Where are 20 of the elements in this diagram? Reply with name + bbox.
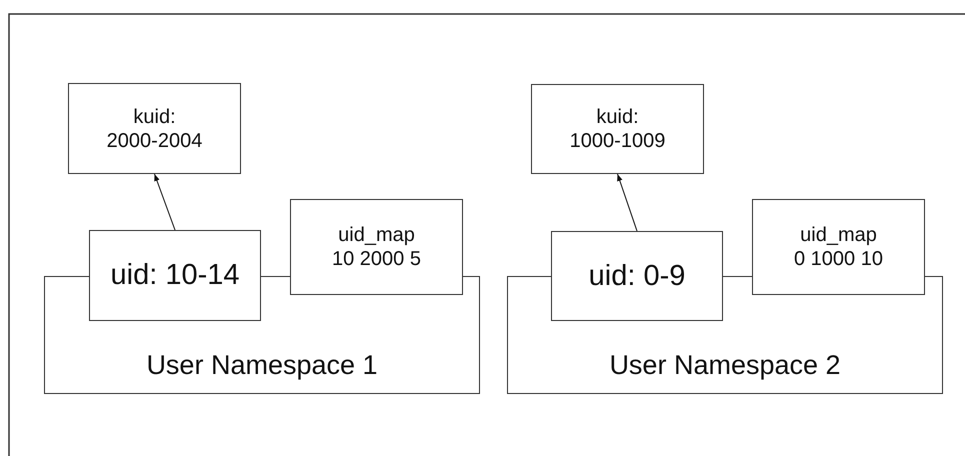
box-label: 0 1000 10	[794, 247, 883, 271]
uid-box	[551, 231, 723, 321]
kuid-box	[531, 84, 704, 174]
box-label: uid: 10-14	[110, 258, 240, 293]
box-label: uid_map	[800, 223, 877, 247]
box-label: 1000-1009	[570, 129, 666, 153]
box-label: kuid:	[596, 105, 639, 129]
box-label: 10 2000 5	[332, 247, 421, 271]
box-label: uid: 0-9	[588, 258, 686, 294]
uid-box	[89, 230, 261, 321]
box-label: 2000-2004	[106, 128, 202, 152]
box-label: kuid:	[133, 104, 176, 128]
uid-map-box	[752, 199, 925, 295]
box-label: User Namespace 1	[146, 348, 378, 381]
box-label: uid_map	[338, 223, 415, 247]
arrow	[617, 174, 638, 232]
arrow	[154, 174, 176, 230]
kuid-box	[68, 83, 241, 174]
uid-map-box	[290, 199, 463, 295]
box-label: User Namespace 2	[609, 348, 841, 381]
